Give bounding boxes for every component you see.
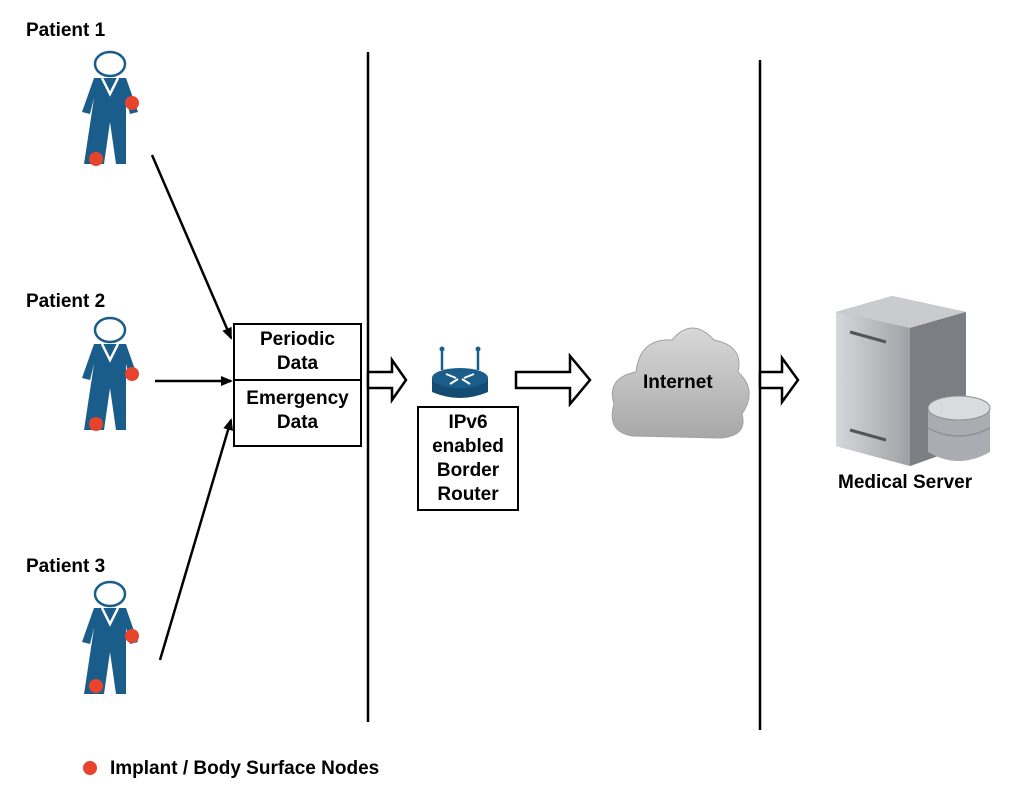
router-label-line-2: enabled xyxy=(432,436,504,457)
emergency-data-line-1: Emergency xyxy=(246,388,349,409)
router-label-box: IPv6 enabled Border Router xyxy=(417,406,519,511)
medical-server-label: Medical Server xyxy=(838,472,973,493)
arrow-patient1-to-data xyxy=(150,154,233,340)
periodic-data-line-2: Data xyxy=(276,353,319,374)
block-arrow-to-internet xyxy=(514,352,592,408)
router-label-line-1: IPv6 xyxy=(448,412,488,433)
router-icon xyxy=(432,346,488,398)
legend-node-icon xyxy=(83,761,97,775)
periodic-data-line-1: Periodic xyxy=(260,329,335,350)
patient-1-figure xyxy=(82,50,139,166)
body-node xyxy=(125,367,139,381)
patient-2-label: Patient 2 xyxy=(26,291,106,312)
periodic-data-cell: Periodic Data xyxy=(235,325,360,381)
emergency-data-line-2: Data xyxy=(276,412,319,433)
body-node xyxy=(125,629,139,643)
body-node xyxy=(89,679,103,693)
block-arrow-to-router xyxy=(366,356,408,404)
body-node xyxy=(125,96,139,110)
patient-3-label: Patient 3 xyxy=(26,556,106,577)
body-node xyxy=(89,152,103,166)
router-label-line-3: Border xyxy=(436,460,500,481)
medical-server-icon xyxy=(836,296,991,466)
data-box: Periodic Data Emergency Data xyxy=(233,323,362,447)
internet-label: Internet xyxy=(643,372,713,393)
emergency-data-cell: Emergency Data xyxy=(235,381,360,435)
patient-1-label: Patient 1 xyxy=(26,20,106,41)
body-node xyxy=(89,417,103,431)
router-label-line-4: Router xyxy=(437,484,499,505)
legend-label: Implant / Body Surface Nodes xyxy=(110,758,380,779)
patient-2-figure xyxy=(82,316,139,431)
patient-3-figure xyxy=(82,580,139,694)
internet-cloud-icon xyxy=(611,327,750,439)
arrow-patient3-to-data xyxy=(158,418,233,661)
block-arrow-to-server xyxy=(758,354,800,406)
